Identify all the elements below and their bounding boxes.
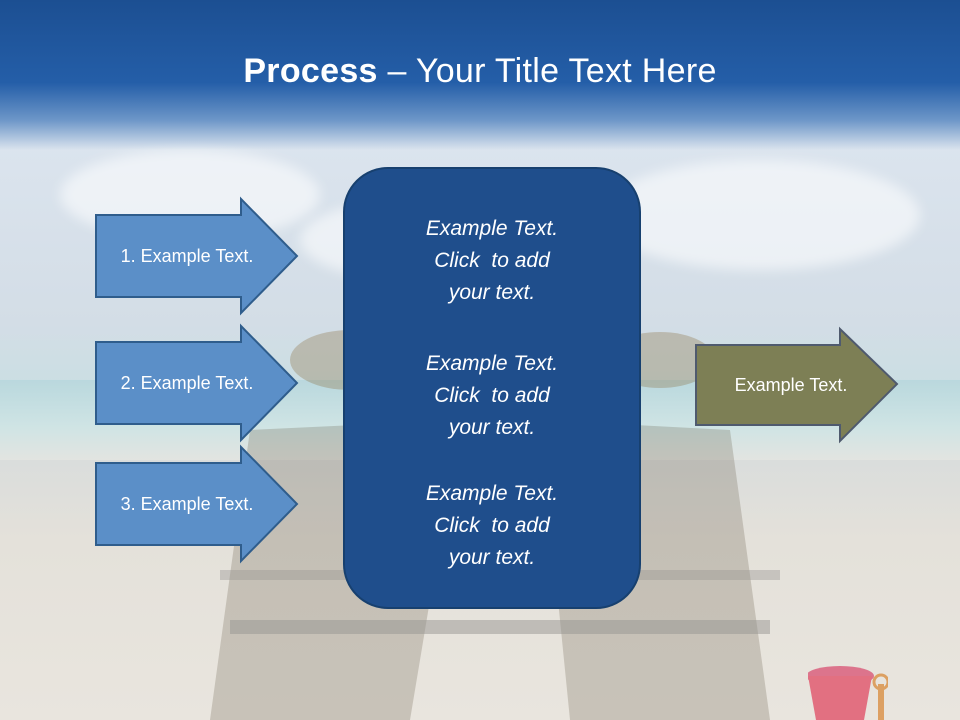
center-text-block-1: Example Text. Click to add your text.: [344, 213, 640, 309]
input-arrow-1-label: 1. Example Text.: [120, 245, 254, 266]
center-text-line: Click to add: [434, 249, 550, 272]
center-text-line: Example Text.: [425, 482, 559, 505]
input-arrow-2[interactable]: [95, 323, 299, 443]
output-arrow[interactable]: [695, 326, 899, 444]
input-arrow-2-label: 2. Example Text.: [120, 372, 254, 393]
title-bar: [0, 0, 960, 150]
center-text-line: your text.: [448, 281, 536, 304]
center-text-line: Click to add: [434, 514, 550, 537]
center-process-box[interactable]: [343, 167, 641, 609]
center-text-line: your text.: [448, 546, 536, 569]
input-arrow-1[interactable]: [95, 196, 299, 316]
background-cloud: [600, 160, 920, 270]
output-arrow-label: Example Text.: [734, 374, 848, 395]
input-arrow-3[interactable]: [95, 444, 299, 564]
center-text-line: Example Text.: [425, 352, 559, 375]
background-sand-bucket: [808, 666, 888, 720]
center-text-line: Example Text.: [425, 217, 559, 240]
center-text-line: Click to add: [434, 384, 550, 407]
slide-title[interactable]: Process – Your Title Text Here: [0, 52, 960, 91]
center-text-line: your text.: [448, 416, 536, 439]
center-text-block-2: Example Text. Click to add your text.: [344, 348, 640, 444]
center-text-block-3: Example Text. Click to add your text.: [344, 478, 640, 574]
input-arrow-3-label: 3. Example Text.: [120, 493, 254, 514]
title-rest: – Your Title Text Here: [377, 52, 717, 90]
title-bold: Process: [243, 52, 378, 90]
